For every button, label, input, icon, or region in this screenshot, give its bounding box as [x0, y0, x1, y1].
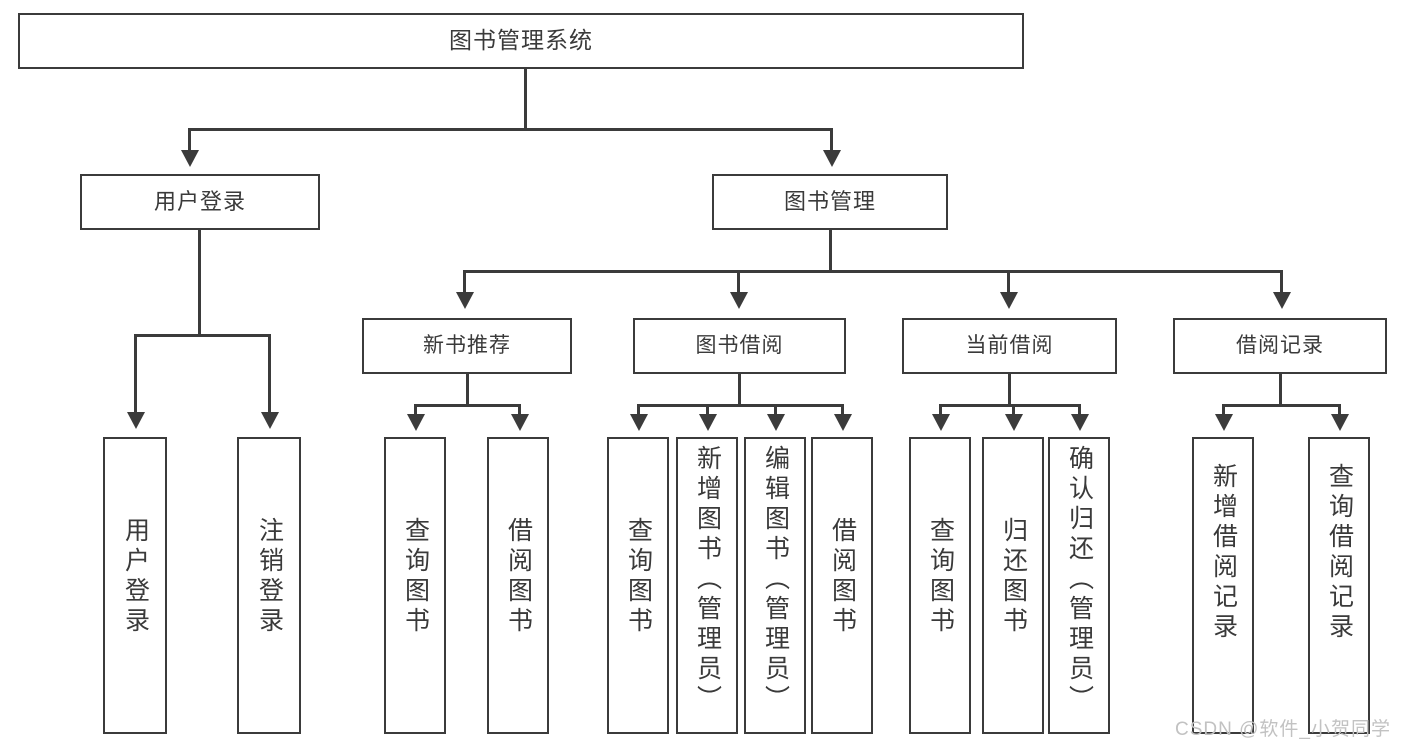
connector-drop-cb-return — [1012, 404, 1015, 418]
connector-user-login-stem — [198, 230, 201, 337]
connector-drop-bb-query — [637, 404, 640, 418]
node-label: 查询图书 — [624, 517, 653, 637]
arrow-book-borrow — [730, 292, 748, 309]
connector-drop-new-book — [463, 270, 466, 295]
connector-drop-leaf-logout — [268, 334, 271, 416]
connector-drop-borrow-record — [1280, 270, 1283, 295]
leaf-borrow-query-book[interactable]: 查询图书 — [607, 437, 669, 734]
leaf-record-query-record[interactable]: 查询借阅记录 — [1308, 437, 1370, 734]
connector-drop-cb-confirm — [1078, 404, 1081, 418]
connector-drop-bb-add — [706, 404, 709, 418]
node-label: 当前借阅 — [965, 334, 1054, 358]
leaf-current-confirm-return-admin[interactable]: 确认归还（管理员） — [1048, 437, 1110, 734]
connector-drop-book-manage — [830, 128, 833, 154]
connector-drop-cb-query — [939, 404, 942, 418]
node-root-system[interactable]: 图书管理系统 — [18, 13, 1024, 69]
connector-root-bus — [188, 128, 833, 131]
connector-drop-bb-borrow — [841, 404, 844, 418]
connector-drop-current-borrow — [1007, 270, 1010, 295]
node-label: 新增借阅记录 — [1209, 463, 1238, 643]
leaf-newbook-query-book[interactable]: 查询图书 — [384, 437, 446, 734]
node-label: 编辑图书（管理员） — [761, 445, 790, 715]
connector-book-manage-bus — [463, 270, 1283, 273]
node-label: 借阅图书 — [504, 517, 533, 637]
connector-user-login-bus — [134, 334, 271, 337]
connector-book-borrow-stem — [738, 374, 741, 406]
connector-book-borrow-bus — [637, 404, 843, 407]
arrow-bb-edit — [767, 414, 785, 431]
node-label: 图书管理 — [783, 188, 876, 214]
connector-book-manage-stem — [829, 230, 832, 273]
node-label: 借阅记录 — [1236, 334, 1324, 358]
node-book-borrow[interactable]: 图书借阅 — [633, 318, 846, 374]
node-current-borrow[interactable]: 当前借阅 — [902, 318, 1117, 374]
arrow-user-login — [181, 150, 199, 167]
connector-drop-br-add — [1222, 404, 1225, 418]
arrow-current-borrow — [1000, 292, 1018, 309]
leaf-current-query-book[interactable]: 查询图书 — [909, 437, 971, 734]
arrow-borrow-record — [1273, 292, 1291, 309]
node-label: 用户登录 — [121, 517, 150, 637]
arrow-br-add — [1215, 414, 1233, 431]
connector-drop-book-borrow — [737, 270, 740, 295]
arrow-bb-borrow — [834, 414, 852, 431]
arrow-new-book — [456, 292, 474, 309]
node-label: 确认归还（管理员） — [1065, 445, 1094, 715]
csdn-watermark: CSDN @软件_小贺同学 — [1175, 719, 1391, 740]
node-label: 图书借阅 — [695, 334, 784, 358]
node-label: 用户登录 — [153, 188, 246, 214]
leaf-newbook-borrow-book[interactable]: 借阅图书 — [487, 437, 549, 734]
connector-drop-user-login — [188, 128, 191, 154]
connector-drop-leaf-user-login — [134, 334, 137, 416]
arrow-nb-borrow — [511, 414, 529, 431]
node-label: 借阅图书 — [828, 517, 857, 637]
connector-drop-nb-query — [414, 404, 417, 418]
connector-root-stem — [524, 69, 527, 130]
node-label: 注销登录 — [255, 517, 284, 637]
arrow-bb-add — [699, 414, 717, 431]
arrow-bb-query — [630, 414, 648, 431]
node-user-login[interactable]: 用户登录 — [80, 174, 320, 230]
leaf-current-return-book[interactable]: 归还图书 — [982, 437, 1044, 734]
node-new-book-recommend[interactable]: 新书推荐 — [362, 318, 572, 374]
connector-borrow-record-bus — [1222, 404, 1340, 407]
arrow-cb-confirm — [1071, 414, 1089, 431]
node-label: 查询图书 — [926, 517, 955, 637]
connector-borrow-record-stem — [1279, 374, 1282, 406]
node-label: 查询借阅记录 — [1325, 463, 1354, 643]
node-label: 图书管理系统 — [449, 27, 593, 54]
arrow-nb-query — [407, 414, 425, 431]
node-label: 新书推荐 — [423, 334, 511, 358]
arrow-cb-return — [1005, 414, 1023, 431]
leaf-record-add-record[interactable]: 新增借阅记录 — [1192, 437, 1254, 734]
connector-current-borrow-bus — [939, 404, 1078, 407]
node-book-management[interactable]: 图书管理 — [712, 174, 948, 230]
node-borrow-record[interactable]: 借阅记录 — [1173, 318, 1387, 374]
connector-drop-br-query — [1338, 404, 1341, 418]
leaf-borrow-borrow-book[interactable]: 借阅图书 — [811, 437, 873, 734]
connector-drop-nb-borrow — [518, 404, 521, 418]
node-label: 归还图书 — [999, 517, 1028, 637]
arrow-book-manage — [823, 150, 841, 167]
leaf-logout[interactable]: 注销登录 — [237, 437, 301, 734]
leaf-user-login[interactable]: 用户登录 — [103, 437, 167, 734]
connector-drop-bb-edit — [774, 404, 777, 418]
arrow-leaf-user-login — [127, 412, 145, 429]
leaf-borrow-add-book-admin[interactable]: 新增图书（管理员） — [676, 437, 738, 734]
arrow-cb-query — [932, 414, 950, 431]
connector-new-book-bus — [414, 404, 520, 407]
node-label: 查询图书 — [401, 517, 430, 637]
connector-current-borrow-stem — [1008, 374, 1011, 406]
leaf-borrow-edit-book-admin[interactable]: 编辑图书（管理员） — [744, 437, 806, 734]
arrow-leaf-logout — [261, 412, 279, 429]
arrow-br-query — [1331, 414, 1349, 431]
connector-new-book-stem — [466, 374, 469, 406]
node-label: 新增图书（管理员） — [693, 445, 722, 715]
